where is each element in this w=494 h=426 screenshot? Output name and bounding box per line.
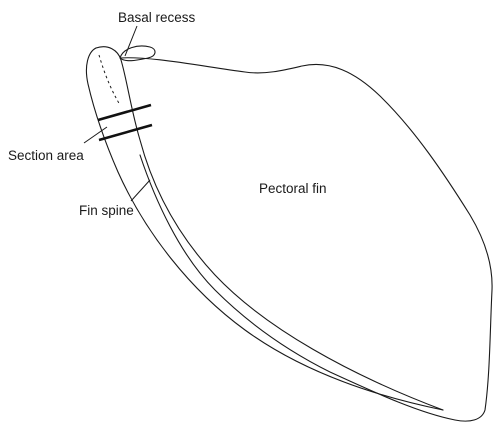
spine-internal-dashed-line: [99, 55, 120, 105]
section-mark-upper: [98, 105, 151, 120]
section-area-label: Section area: [8, 148, 84, 163]
fin-spine-leader: [131, 180, 150, 201]
basal-recess-label: Basal recess: [118, 10, 196, 25]
fin-spine-inner-edge: [96, 47, 443, 410]
pectoral-fin-label: Pectoral fin: [259, 181, 327, 196]
basal-recess-leader: [125, 26, 137, 56]
fin-spine-label: Fin spine: [79, 203, 134, 218]
pectoral-fin-outline: [120, 58, 492, 421]
fin-spine-outer-edge: [86, 48, 443, 410]
